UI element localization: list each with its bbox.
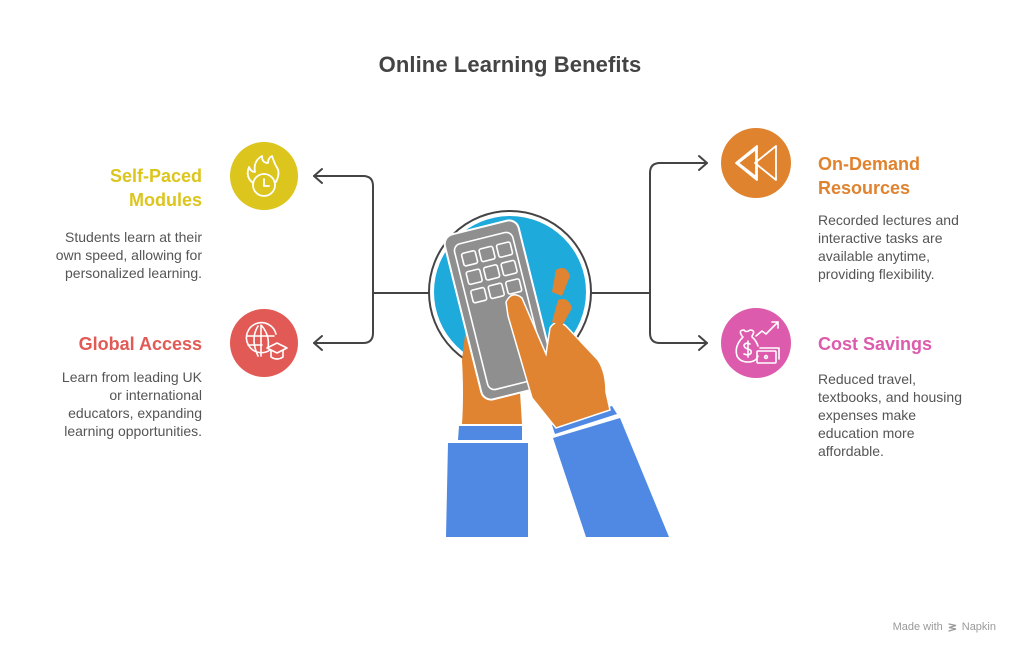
hands-tapping-device-icon	[428, 210, 669, 537]
on-demand-icon-circle	[721, 128, 791, 198]
napkin-brand-label: Napkin	[961, 621, 996, 633]
right-connector	[588, 155, 708, 351]
self-paced-heading: Self-Paced Modules	[109, 166, 202, 210]
on-demand-heading: On-Demand Resources	[818, 154, 921, 198]
global-access-heading: Global Access	[78, 334, 202, 354]
made-with-napkin-watermark[interactable]: Made with Napkin	[893, 621, 996, 633]
cost-savings-icon-circle	[721, 308, 791, 378]
self-paced-description: Students learn at their own speed, allow…	[55, 229, 202, 281]
napkin-logo-icon	[948, 622, 956, 632]
cost-savings-heading: Cost Savings	[818, 334, 933, 354]
global-access-description: Learn from leading UK or international e…	[61, 369, 202, 439]
globe-graduation-cap-icon	[245, 321, 288, 360]
page-title: Online Learning Benefits	[378, 52, 642, 77]
cost-savings-description: Reduced travel, textbooks, and housing e…	[818, 371, 962, 459]
money-bag-growth-icon	[735, 321, 780, 364]
on-demand-description: Recorded lectures and interactive tasks …	[818, 212, 959, 282]
rewind-icon	[735, 145, 777, 181]
self-paced-icon-circle	[230, 142, 298, 210]
fire-clock-icon	[246, 155, 280, 197]
made-with-label: Made with	[892, 621, 943, 633]
global-access-icon-circle	[230, 309, 298, 377]
left-connector	[313, 168, 433, 351]
